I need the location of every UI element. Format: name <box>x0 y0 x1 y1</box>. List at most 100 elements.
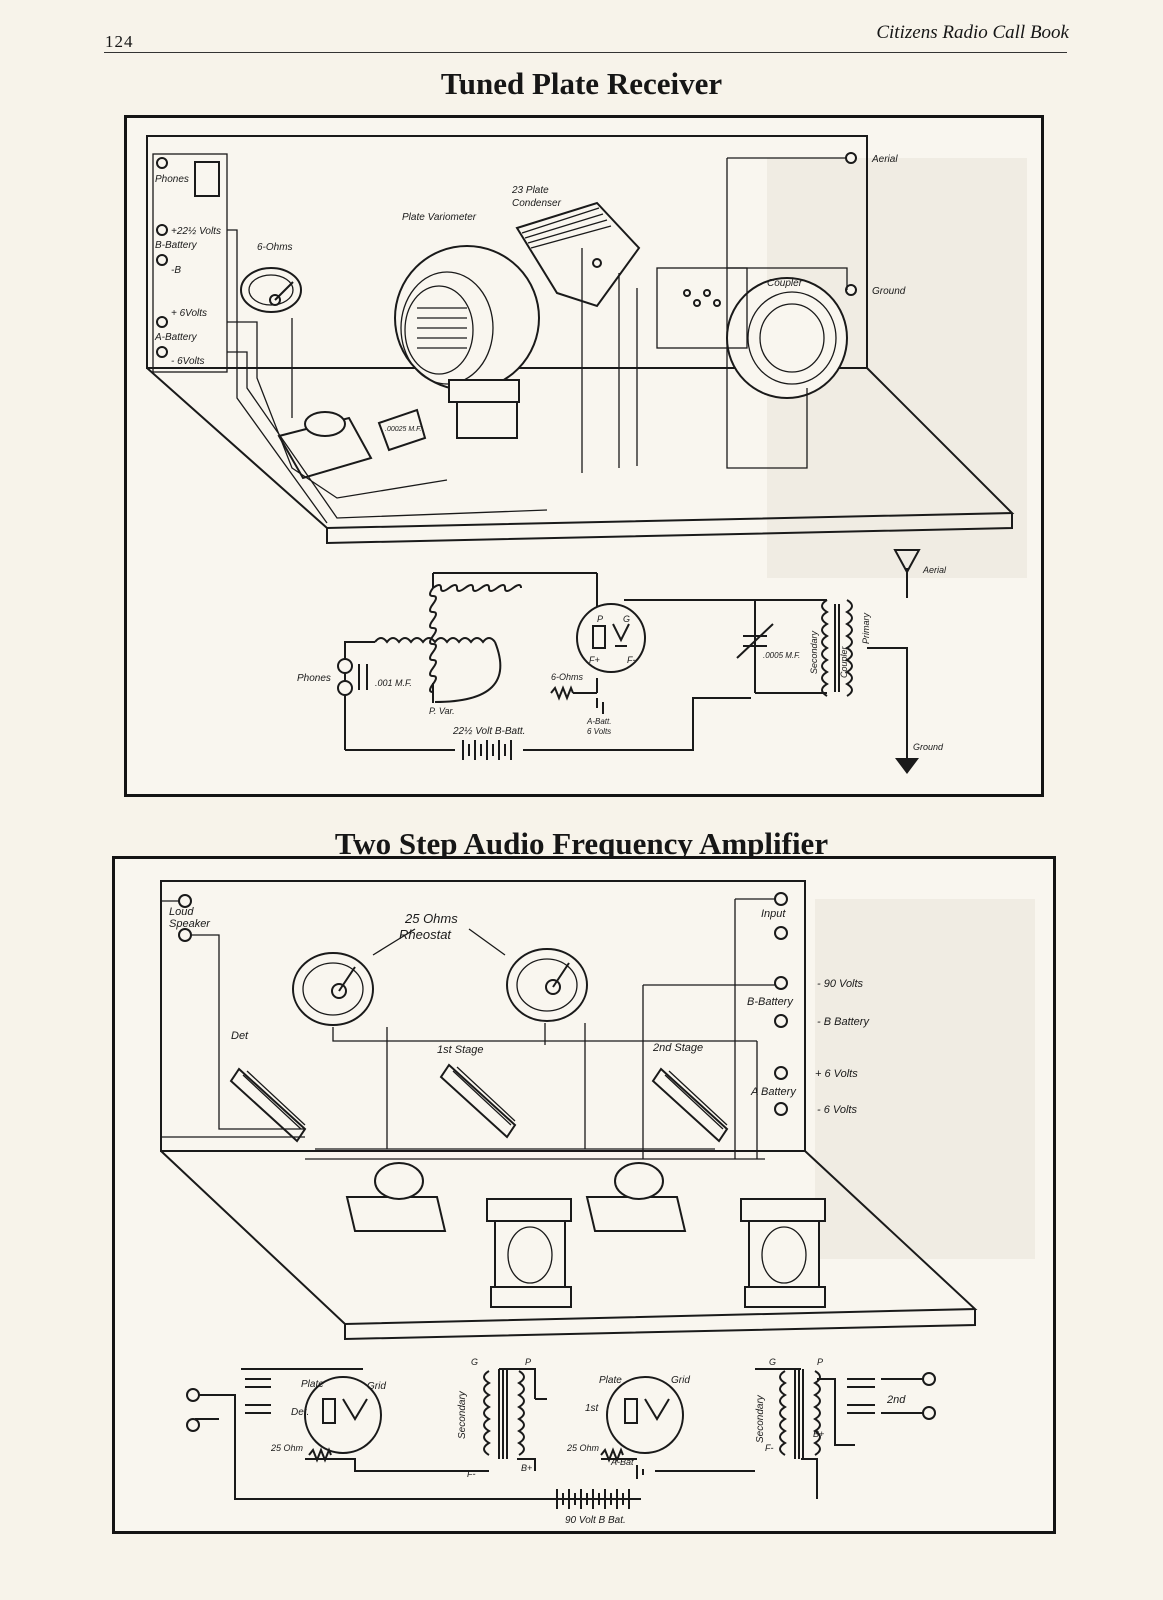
label-f-1: F- <box>467 1469 476 1479</box>
running-head: Citizens Radio Call Book <box>876 22 1069 43</box>
b-battery-90v-symbol <box>556 1489 630 1509</box>
plate-variometer <box>394 245 540 439</box>
rheostat-symbol <box>550 685 574 701</box>
label-primary: Primary <box>861 613 871 644</box>
label-minus-90: - 90 Volts <box>817 978 864 990</box>
tube-socket-1st <box>585 1162 687 1232</box>
tube-socket-det <box>345 1162 447 1232</box>
label-25-ohm-1: 25 Ohm <box>270 1443 304 1453</box>
label-ground: Ground <box>872 286 906 297</box>
label-2nd-stage: 2nd Stage <box>652 1042 703 1054</box>
figure2-panel: Loud Speaker 25 Ohms Rheostat <box>112 856 1056 1534</box>
a-battery-symbol <box>596 698 604 714</box>
binding-post-input-1 <box>774 892 788 906</box>
label-tube-g: G <box>623 614 630 624</box>
a-battery-symbol-2 <box>636 1465 644 1479</box>
transformer-2-symbol <box>779 1369 821 1459</box>
label-secondary: Secondary <box>809 630 819 674</box>
label-input: Input <box>761 908 786 920</box>
transformer-1 <box>486 1198 572 1308</box>
output-terminal-1 <box>922 1372 936 1386</box>
label-b-minus: -B <box>171 265 181 276</box>
input-terminal-2 <box>186 1418 200 1432</box>
detector-tube-symbol <box>304 1376 382 1454</box>
label-b-plus: +22½ Volts <box>171 226 221 237</box>
label-1st-schematic: 1st <box>585 1403 600 1414</box>
phone-jack <box>194 161 220 197</box>
rheostat-6-ohms <box>240 267 302 313</box>
label-speaker: Speaker <box>169 918 211 930</box>
binding-post-ground <box>845 284 857 296</box>
label-grid-2: Grid <box>671 1375 690 1386</box>
label-a-batt-1: A-Batt. <box>586 717 611 726</box>
label-aerial: Aerial <box>871 154 898 165</box>
amplifier-baseboard <box>160 1150 978 1341</box>
rheostat-symbol-1 <box>308 1447 332 1463</box>
label-6-ohms-schematic: 6-Ohms <box>551 672 584 682</box>
binding-post-strip <box>152 153 228 373</box>
amplifier-wiring <box>160 898 775 1160</box>
output-terminal-2 <box>922 1406 936 1420</box>
two-step-amplifier-diagram: Loud Speaker 25 Ohms Rheostat <box>160 880 1035 1526</box>
label-p-2: P <box>817 1357 823 1367</box>
aerial-symbol <box>893 549 921 575</box>
label-ground-schematic: Ground <box>913 742 944 752</box>
label-phones: Phones <box>155 174 189 185</box>
input-jack-symbol <box>245 1378 271 1414</box>
label-b-batt: 22½ Volt B-Batt. <box>452 726 525 737</box>
label-001-mf: .001 M.F. <box>375 678 412 688</box>
binding-post-input-2 <box>774 926 788 940</box>
label-secondary-2: Secondary <box>755 1394 766 1443</box>
binding-post-a-minus <box>156 346 168 358</box>
binding-post-loud-speaker-2 <box>178 928 192 942</box>
binding-post-a-plus <box>156 316 168 328</box>
label-loud: Loud <box>169 906 194 918</box>
label-coupler-schematic: Coupler <box>839 645 849 678</box>
amplifier-schematic-wiring <box>195 1368 855 1500</box>
binding-post-minus-90 <box>774 976 788 990</box>
label-condenser-2: Condenser <box>512 198 562 209</box>
label-b-battery-pictorial: B-Battery <box>747 996 794 1008</box>
label-1st-stage: 1st Stage <box>437 1044 483 1056</box>
socket-1st-stage <box>439 1063 517 1139</box>
transformer-2 <box>740 1198 826 1308</box>
output-leads <box>881 1378 925 1414</box>
label-6-ohms: 6-Ohms <box>257 242 293 253</box>
label-b-2: B+ <box>813 1429 824 1439</box>
ground-symbol <box>895 758 919 774</box>
label-plus-6-volts: + 6 Volts <box>815 1068 858 1080</box>
label-b-battery: B-Battery <box>155 240 198 251</box>
socket-2nd-stage <box>651 1067 729 1143</box>
label-secondary-1: Secondary <box>457 1390 468 1439</box>
receiver-wiring <box>227 157 848 524</box>
label-plate-2: Plate <box>599 1375 622 1386</box>
label-det-schematic: Det. <box>291 1407 309 1418</box>
label-p-var: P. Var. <box>429 706 455 716</box>
binding-post-aerial <box>845 152 857 164</box>
grid-condenser <box>377 408 427 452</box>
label-condenser-1: 23 Plate <box>511 185 549 196</box>
label-tube-p: P <box>597 614 603 624</box>
output-jack-symbol <box>847 1378 875 1414</box>
input-terminal-1 <box>186 1388 200 1402</box>
label-rheostat: Rheostat <box>399 927 452 942</box>
show-through-shadow-2 <box>815 899 1035 1259</box>
label-90-volt-b-bat: 90 Volt B Bat. <box>565 1515 626 1526</box>
binding-post-minus-6 <box>774 1102 788 1116</box>
variable-capacitor-symbol <box>736 623 774 659</box>
label-plate-1: Plate <box>301 1379 324 1390</box>
label-plus-6: + 6Volts <box>171 308 207 319</box>
rheostat-2 <box>506 948 588 1022</box>
label-b-battery-neg: - B Battery <box>817 1016 870 1028</box>
first-stage-tube-symbol <box>606 1376 684 1454</box>
socket-det <box>229 1067 307 1143</box>
label-aerial-schematic: Aerial <box>922 565 947 575</box>
binding-post-plus-6 <box>774 1066 788 1080</box>
label-plate-variometer: Plate Variometer <box>402 212 477 223</box>
rheostat-pointer-lines <box>372 928 506 956</box>
label-f-2: F- <box>765 1443 774 1453</box>
label-g-1: G <box>471 1357 478 1367</box>
page-number: 124 <box>105 32 134 51</box>
rheostat-symbol-2 <box>600 1447 624 1463</box>
